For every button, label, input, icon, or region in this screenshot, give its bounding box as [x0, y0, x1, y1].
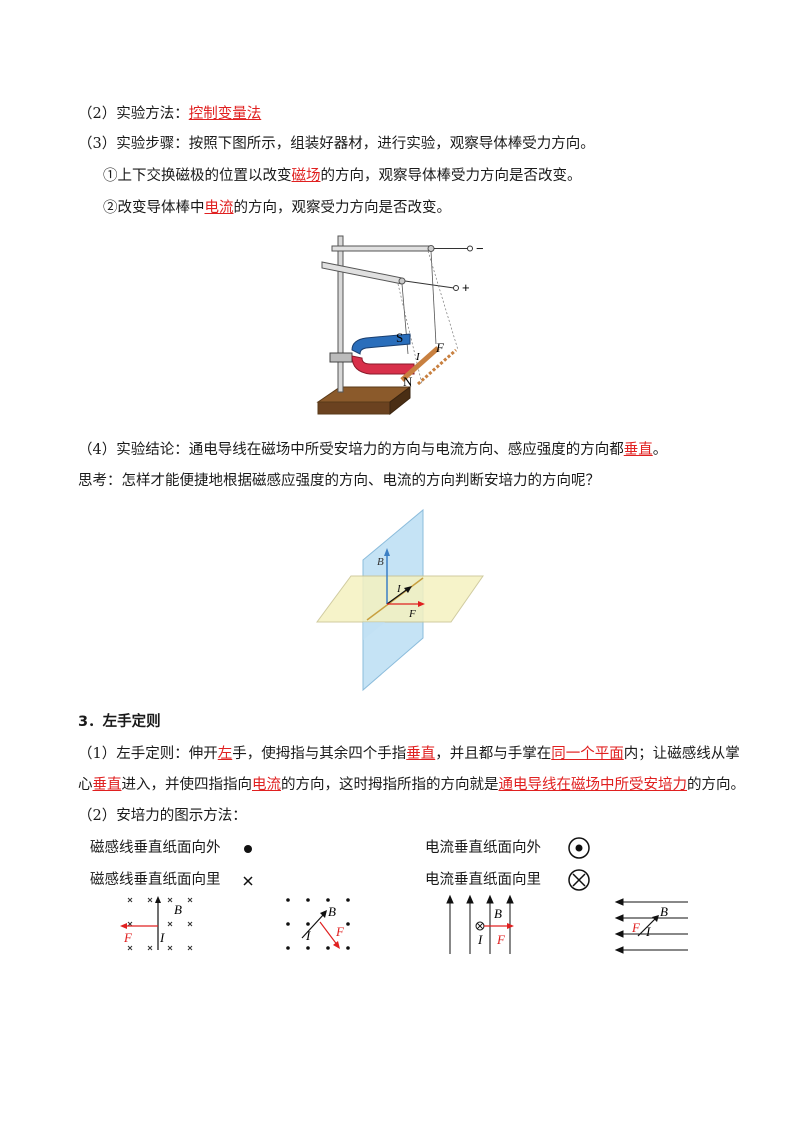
- step1-answer: 磁场: [291, 168, 321, 184]
- notation-title: （2）安培力的图示方法：: [78, 808, 247, 824]
- step2-answer: 电流: [204, 200, 234, 216]
- diagram-field-into-page: B I F: [120, 896, 193, 951]
- section3-title: 3．左手定则: [78, 714, 161, 730]
- step2-post: 的方向，观察受力方向是否改变。: [233, 200, 452, 216]
- rule-line-1: （1）左手定则：伸开左手，使拇指与其余四个手指垂直，并且都与手掌在同一个平面内；…: [78, 744, 740, 764]
- circled-cross-symbol-icon: [568, 869, 590, 891]
- cross-symbol-icon: [243, 876, 253, 886]
- step2-pre: ②改变导体棒中: [103, 200, 205, 216]
- step1-line: ①上下交换磁极的位置以改变磁场的方向，观察导体棒受力方向是否改变。: [103, 166, 582, 186]
- d2-i-label: I: [305, 928, 311, 943]
- rule-answer-left: 左: [217, 746, 233, 762]
- d3-i-label: I: [477, 932, 483, 947]
- plus-terminal-label: +: [462, 280, 470, 295]
- method-prefix: （2）实验方法：: [78, 106, 189, 122]
- magnet-n-label: N: [403, 374, 413, 389]
- diagram-horizontal-field: B I F: [614, 898, 688, 954]
- diagram-field-out-of-page: B I F: [286, 898, 350, 950]
- rule-p8: 的方向。: [687, 777, 745, 793]
- step1-post: 的方向，观察导体棒受力方向是否改变。: [320, 168, 582, 184]
- planes-figure: B I F: [316, 508, 484, 692]
- rule-answer-current: 电流: [252, 777, 281, 793]
- rule-p2: 手，使拇指与其余四个手指: [232, 746, 407, 762]
- diagram-vertical-field-current-in: B I F: [446, 894, 514, 954]
- rule-answer-perpendicular-1: 垂直: [406, 746, 436, 762]
- d1-b-label: B: [174, 902, 182, 917]
- legend-i-in-label: 电流垂直纸面向里: [425, 872, 541, 888]
- plane-b-label: B: [377, 556, 384, 568]
- current-label: I: [415, 351, 421, 363]
- minus-terminal-label: −: [476, 241, 484, 256]
- legend-i-out-label: 电流垂直纸面向外: [425, 840, 541, 856]
- magnet-s-label: S: [396, 330, 403, 345]
- step2-line: ②改变导体棒中电流的方向，观察受力方向是否改变。: [103, 198, 451, 218]
- conclusion-post: 。: [652, 442, 668, 458]
- conclusion-line: （4）实验结论：通电导线在磁场中所受安培力的方向与电流方向、感应强度的方向都垂直…: [78, 440, 667, 460]
- rule-p4: 内；让磁感线从掌: [623, 746, 740, 762]
- d1-f-label: F: [123, 930, 133, 945]
- method-answer: 控制变量法: [188, 106, 262, 122]
- d3-f-label: F: [496, 932, 506, 947]
- plane-i-label: I: [396, 583, 402, 595]
- think-line: 思考：怎样才能便捷地根据磁感应强度的方向、电流的方向判断安培力的方向呢？: [78, 473, 600, 489]
- plane-f-label: F: [408, 608, 416, 620]
- dot-symbol-icon: [244, 845, 252, 853]
- rule-p3: ，并且都与手掌在: [435, 746, 552, 762]
- rule-line-2: 心垂直进入，并使四指指向电流的方向，这时拇指所指的方向就是通电导线在磁场中所受安…: [78, 775, 745, 795]
- rule-p7: 的方向，这时拇指所指的方向就是: [281, 777, 499, 793]
- d3-b-label: B: [494, 906, 502, 921]
- field-lines-left: [614, 898, 688, 954]
- rule-answer-perpendicular-2: 垂直: [92, 777, 122, 793]
- d2-b-label: B: [328, 904, 336, 919]
- rule-p1: （1）左手定则：伸开: [78, 746, 218, 762]
- legend-b-out-label: 磁感线垂直纸面向外: [90, 840, 221, 856]
- rule-p6: 进入，并使四指指向: [121, 777, 253, 793]
- apparatus-figure: S N F I − +: [316, 235, 484, 416]
- dot-grid: [286, 898, 350, 950]
- force-label: F: [435, 340, 445, 355]
- conclusion-answer: 垂直: [623, 442, 653, 458]
- steps-line: （3）实验步骤：按照下图所示，组装好器材，进行实验，观察导体棒受力方向。: [78, 136, 595, 152]
- d1-i-label: I: [159, 930, 165, 945]
- d4-i-label: I: [645, 924, 651, 939]
- legend-b-in-label: 磁感线垂直纸面向里: [90, 872, 221, 888]
- d2-f-label: F: [335, 924, 345, 939]
- d4-f-label: F: [631, 920, 641, 935]
- method-line: （2）实验方法：控制变量法: [78, 104, 261, 124]
- d4-b-label: B: [660, 904, 668, 919]
- rule-p5: 心: [78, 777, 93, 793]
- conclusion-pre: （4）实验结论：通电导线在磁场中所受安培力的方向与电流方向、感应强度的方向都: [78, 442, 624, 458]
- rule-answer-same-plane: 同一个平面: [551, 746, 624, 762]
- circled-dot-symbol-icon: [568, 837, 590, 859]
- rule-answer-ampere-force: 通电导线在磁场中所受安培力: [498, 777, 688, 793]
- step1-pre: ①上下交换磁极的位置以改变: [103, 168, 292, 184]
- cross-grid: [127, 897, 193, 951]
